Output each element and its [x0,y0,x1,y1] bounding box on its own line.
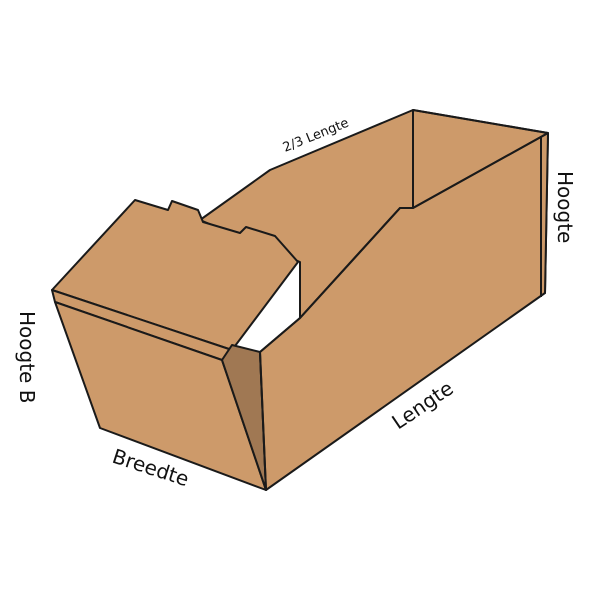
back-top-edge [412,109,549,134]
height-b-label: Hoogte B [15,311,39,403]
right-side-slope-edge [259,132,549,353]
front-top-flap [51,199,299,351]
height-label: Hoogte [553,171,577,243]
front-right-corner-edge [259,351,267,491]
